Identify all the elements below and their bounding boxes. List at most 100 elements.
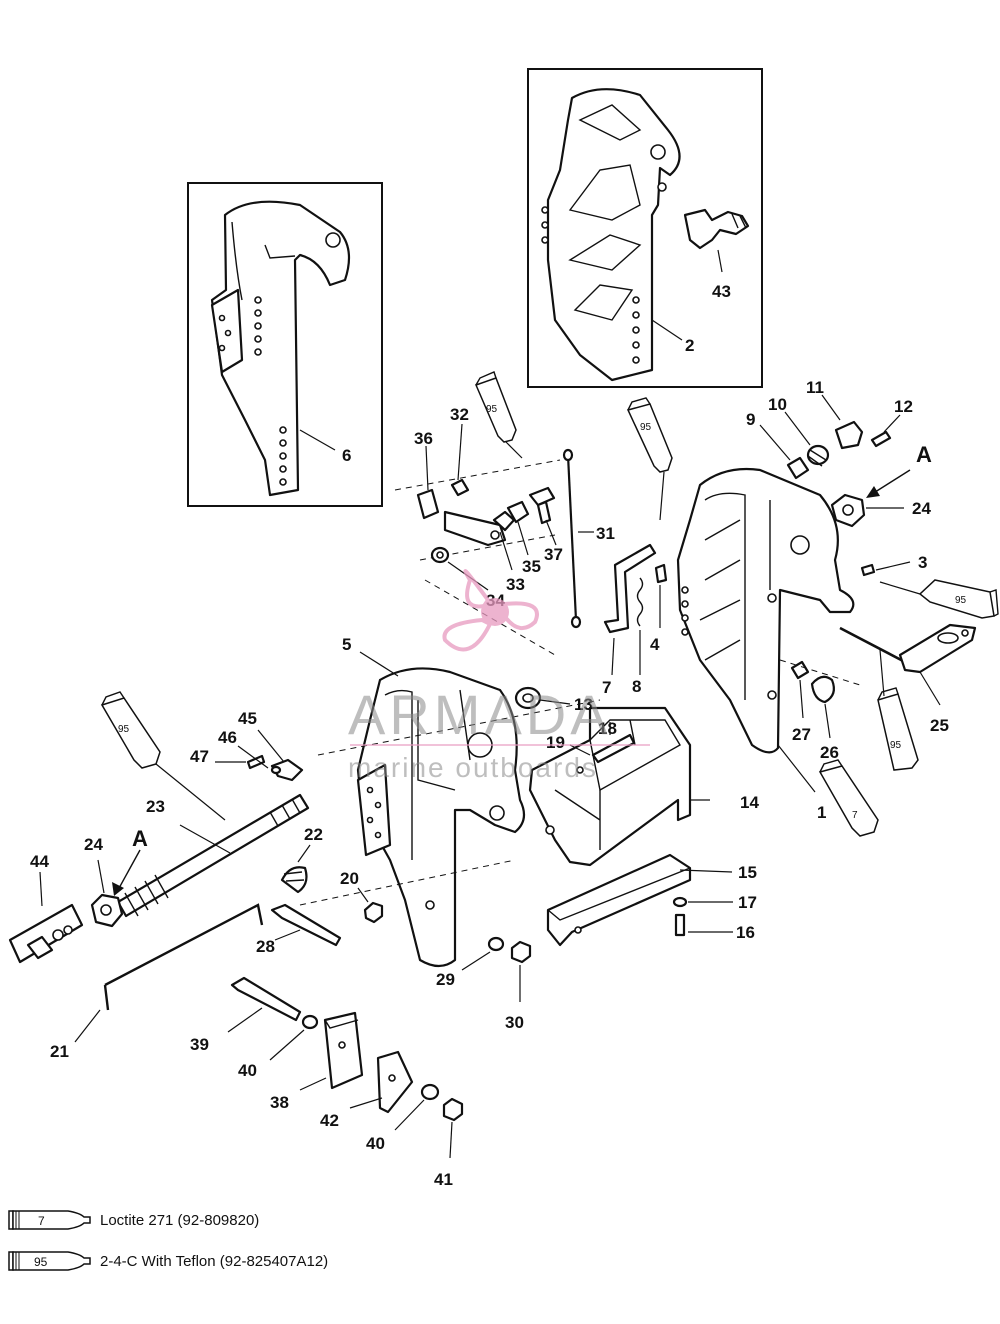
part-29-30: 29 30	[436, 936, 532, 1032]
callout-9: 9	[746, 410, 755, 429]
callout-26: 26	[820, 743, 839, 762]
svg-text:7: 7	[852, 810, 858, 821]
callout-13: 13	[574, 695, 593, 714]
part-44-kit: 44	[8, 852, 84, 964]
callout-10: 10	[768, 395, 787, 414]
part-3: 3	[860, 553, 927, 577]
callout-12: 12	[894, 397, 913, 416]
callout-24-right: 24	[912, 499, 931, 518]
callout-6: 6	[342, 446, 351, 465]
part-31-37-hardware: 36 32 34 33 35 37 31	[299, 405, 615, 906]
legend-text-2-4-c: 2-4-C With Teflon (92-825407A12)	[100, 1252, 329, 1270]
callout-19: 19	[546, 733, 565, 752]
svg-text:95: 95	[640, 422, 652, 433]
inset-box-part-2: 43 2	[527, 68, 763, 388]
callout-11: 11	[806, 378, 824, 397]
callout-37: 37	[544, 545, 563, 564]
callout-21: 21	[50, 1042, 69, 1061]
callout-8: 8	[632, 677, 641, 696]
arrow-label-a-right: A	[916, 442, 932, 467]
tube-icon: 95	[8, 1251, 91, 1271]
callout-4: 4	[650, 635, 660, 654]
callout-27: 27	[792, 725, 811, 744]
callout-14: 14	[740, 793, 759, 812]
swivel-bracket-part-5: 5	[342, 635, 526, 968]
callout-15: 15	[738, 863, 757, 882]
part-39-42-hardware: 39 40 38 42 40 41	[190, 976, 464, 1189]
clamp-bracket-part-1: 1	[676, 467, 855, 822]
tube-95-lower-right: 95	[877, 649, 919, 771]
callout-31: 31	[596, 524, 615, 543]
callout-17: 17	[738, 893, 757, 912]
callout-18: 18	[598, 719, 617, 738]
callout-35: 35	[522, 557, 541, 576]
part-20: 20	[340, 869, 384, 924]
callout-46: 46	[218, 728, 237, 747]
callout-44: 44	[30, 852, 49, 871]
part-16-17-bolt: 17 16	[672, 893, 757, 942]
part-22: 22	[280, 825, 323, 894]
svg-text:95: 95	[890, 740, 902, 751]
callout-39: 39	[190, 1035, 209, 1054]
callout-40-left: 40	[238, 1061, 257, 1080]
watermark-tagline: marine outboards	[348, 752, 598, 783]
inset-box-part-6: 6	[187, 182, 383, 507]
callout-40-right: 40	[366, 1134, 385, 1153]
callout-45: 45	[238, 709, 257, 728]
part-14-tray: 14	[528, 706, 759, 867]
part-21-rod: 21	[50, 903, 264, 1061]
callout-1: 1	[817, 803, 826, 822]
svg-text:95: 95	[955, 595, 967, 606]
callout-24-left: 24	[84, 835, 103, 854]
tube-95-top-right: 95	[626, 397, 673, 521]
watermark-brand: ARMADA	[348, 683, 612, 746]
callout-42: 42	[320, 1111, 339, 1130]
callout-36: 36	[414, 429, 433, 448]
part-15-plate: 15	[546, 853, 757, 947]
callout-28: 28	[256, 937, 275, 956]
callout-2: 2	[685, 336, 694, 355]
callout-20: 20	[340, 869, 359, 888]
part-24-left-nut: 24 A	[84, 826, 148, 928]
callout-5: 5	[342, 635, 351, 654]
tube-7-lower-right: 7	[818, 759, 879, 837]
callout-22: 22	[304, 825, 323, 844]
callout-32: 32	[450, 405, 469, 424]
callout-7: 7	[602, 678, 611, 697]
legend-row-loctite: 7 Loctite 271 (92-809820)	[8, 1207, 259, 1233]
callout-41: 41	[434, 1170, 453, 1189]
part-9-12: 9 10 11 12	[746, 378, 913, 480]
tube-icon: 7	[8, 1210, 91, 1230]
callout-30: 30	[505, 1013, 524, 1032]
legend-row-2-4-c: 95 2-4-C With Teflon (92-825407A12)	[8, 1248, 328, 1274]
callout-3: 3	[918, 553, 927, 572]
callout-38: 38	[270, 1093, 289, 1112]
part-13-washer: 13	[514, 686, 593, 714]
tube-95-left: 95	[100, 691, 226, 821]
part-24-right-nut: 24 A	[830, 442, 932, 528]
callout-33: 33	[506, 575, 525, 594]
svg-text:95: 95	[486, 404, 498, 415]
svg-text:95: 95	[118, 724, 130, 735]
legend-text-loctite: Loctite 271 (92-809820)	[100, 1211, 260, 1229]
part-25-lever: 25	[839, 623, 977, 735]
tube-95-top-center: 95	[474, 371, 523, 459]
part-23-tilt-tube: 23	[116, 793, 310, 918]
callout-16: 16	[736, 923, 755, 942]
part-4-8: 7 8 4	[602, 543, 668, 697]
part-45-47: 45 46 47	[190, 709, 304, 782]
tube-95-right: 95	[879, 579, 999, 619]
callout-23: 23	[146, 797, 165, 816]
callout-43: 43	[712, 282, 731, 301]
svg-text:7: 7	[38, 1214, 45, 1228]
part-26-27: 27 26	[779, 659, 861, 762]
callout-47: 47	[190, 747, 209, 766]
arrow-label-a-left: A	[132, 826, 148, 851]
callout-25: 25	[930, 716, 949, 735]
part-28-bolt: 28	[256, 903, 342, 956]
svg-text:95: 95	[34, 1255, 48, 1269]
callout-29: 29	[436, 970, 455, 989]
armada-watermark-logo	[442, 569, 539, 652]
part-18-19: 18 19	[546, 719, 636, 764]
